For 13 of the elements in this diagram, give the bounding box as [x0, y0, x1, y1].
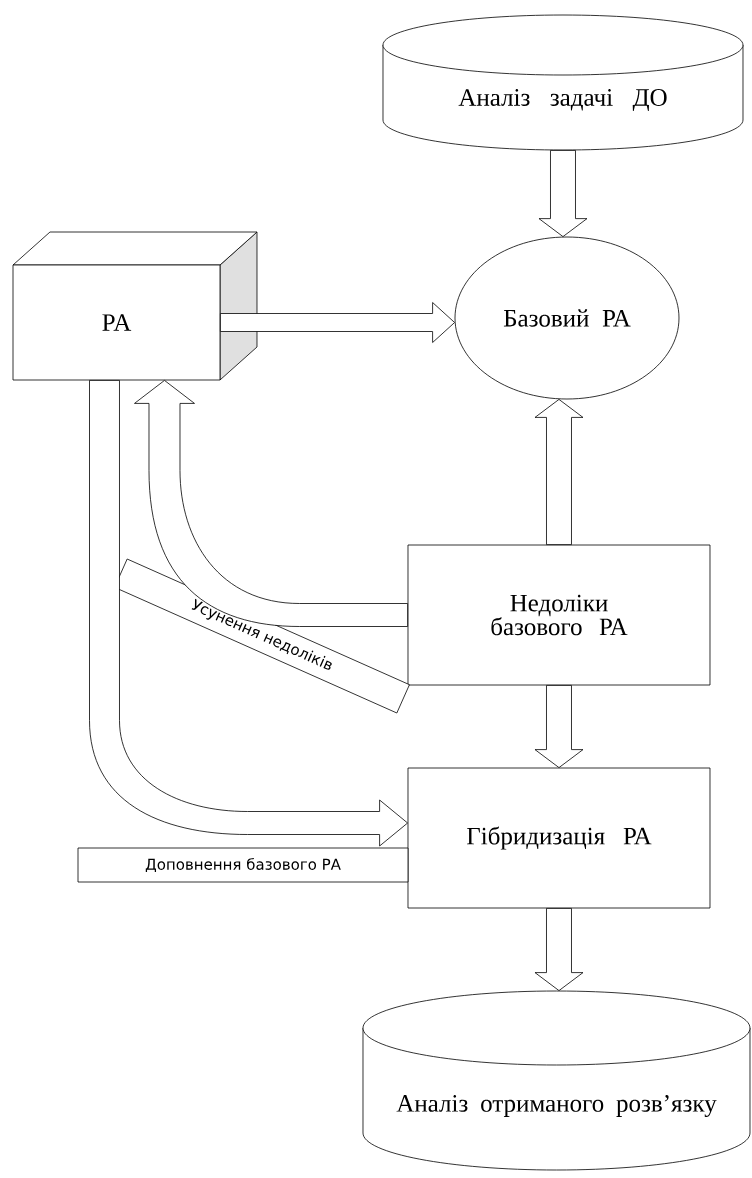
block-arrow [534, 908, 584, 991]
label-tag: Доповнення базового РА [77, 847, 409, 883]
block-arrow [534, 685, 584, 768]
block-arrow [89, 380, 408, 847]
cylinder: Аналіз отриманого розв’язку [362, 990, 751, 1171]
cube: PA [12, 231, 258, 381]
block-arrow [220, 302, 455, 343]
cylinder: Аналіз задачі ДО [382, 14, 744, 151]
block-arrow [534, 399, 584, 545]
block-arrow [134, 380, 408, 627]
process-box: Недоліки базового РА [407, 544, 711, 686]
process-box: Гібридизація РА [407, 767, 711, 909]
block-arrow [538, 150, 588, 237]
